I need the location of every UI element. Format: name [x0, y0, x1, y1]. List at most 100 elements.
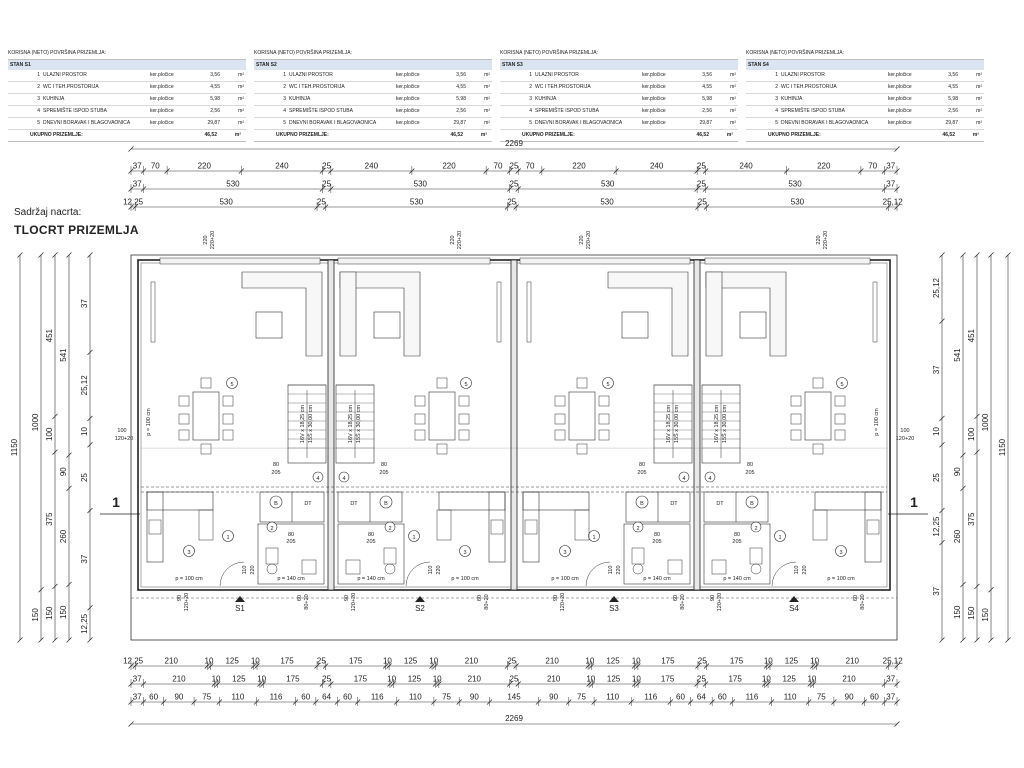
bottom-chain-2-label: 25 [697, 675, 706, 684]
wc-door-height: 205 [652, 539, 661, 545]
room-name: KUHINJA [43, 96, 65, 102]
right-chain-mid-label: 375 [967, 512, 976, 526]
dimension-tick [128, 146, 134, 152]
dimension-tick [894, 721, 900, 727]
kitchen-sink [436, 509, 452, 541]
top-chain-1-label: 37 [886, 162, 895, 171]
area-unit: m² [976, 108, 982, 114]
entrance-label: S3 [609, 604, 619, 613]
bottom-chain-3-label: 90 [549, 693, 558, 702]
room-name: ULAZNI PROSTOR [43, 72, 87, 78]
bottom-chain-2-label: 37 [133, 675, 142, 684]
room-number-1: 1 [778, 535, 781, 541]
stair-treads-label: 15Š x 30,00 cm [355, 404, 362, 443]
bottom-chain-2-label: 210 [547, 675, 561, 684]
bottom-chain-1-label: 125 [606, 657, 620, 666]
dining-table [804, 391, 832, 441]
left-total-label: 1150 [10, 438, 19, 456]
area-table-s2: KORISNA (NETO) POVRŠINA PRIZEMLJA: STAN … [254, 48, 492, 142]
stair-steps-label: 16V x 18,25 cm [666, 404, 672, 443]
area-unit: m² [238, 108, 244, 114]
window-width: 220 [579, 235, 585, 244]
room-marker-4 [338, 471, 350, 483]
bottom-chain-2-label: 210 [842, 675, 856, 684]
chair [576, 443, 588, 455]
room-name: WC I TEH.PROSTORIJA [535, 84, 591, 90]
bottom-chain-3-label: 60 [718, 693, 727, 702]
front-door-width: 90 [344, 595, 350, 601]
unit-name: STAN S1 [8, 60, 246, 70]
room-number: 1 [775, 72, 778, 78]
total-label: UKUPNO PRIZEMLJE: [276, 132, 329, 138]
top-chain-2-label: 530 [414, 180, 428, 189]
entrance-arrow [235, 596, 245, 602]
room-area: 5,98 [948, 96, 958, 102]
wc-window-parapet: p = 140 cm [357, 576, 385, 582]
kitchen-window-parapet: p = 100 cm [175, 576, 203, 582]
total-label: UKUPNO PRIZEMLJE: [30, 132, 83, 138]
right-chain-small-label: 37 [932, 365, 941, 374]
wc-room [337, 523, 405, 585]
wc-room [703, 523, 771, 585]
room-marker-2 [266, 521, 278, 533]
right-chain-mid-label: 451 [967, 328, 976, 342]
room-marker-2 [384, 521, 396, 533]
room-name: KUHINJA [535, 96, 557, 102]
bottom-chain-1-label: 12,25 [123, 657, 144, 666]
left-chain-small-label: 25 [80, 473, 89, 482]
room-number-1: 1 [412, 535, 415, 541]
bottom-chain-1-label: 210 [165, 657, 179, 666]
room-finish: ker.pločice [888, 96, 912, 102]
left-chain-mid-label: 375 [45, 512, 54, 526]
right-chain-inner-label: 150 [953, 605, 962, 619]
staircase [653, 384, 693, 464]
bottom-chain-1-label: 10 [810, 657, 819, 666]
room-marker-3 [459, 545, 471, 557]
entrance-arrow [415, 596, 425, 602]
area-unit: m² [238, 84, 244, 90]
bottom-chain-2-label: 175 [286, 675, 300, 684]
bottom-chain-3-label: 60 [301, 693, 310, 702]
dimension-tick [66, 452, 72, 458]
area-unit: m² [976, 96, 982, 102]
dimension-tick [87, 252, 93, 258]
chair [554, 413, 566, 425]
room-number-3: 3 [463, 550, 466, 556]
chair [200, 377, 212, 389]
side-window-parapet: p = 100 cm [146, 408, 152, 436]
room-number-2: 2 [388, 526, 391, 532]
top-chain-1-label: 70 [494, 162, 503, 171]
window-2 [337, 257, 491, 265]
area-unit: m² [976, 120, 982, 126]
dimension-tick [939, 441, 945, 448]
top-chain-1-label: 240 [650, 162, 664, 171]
room-area: 29,87 [207, 120, 220, 126]
bottom-chain-1-label: 10 [383, 657, 392, 666]
area-unit: m² [976, 72, 982, 78]
room-number: 5 [529, 120, 532, 126]
room-name: KUHINJA [781, 96, 803, 102]
room-number: 1 [529, 72, 532, 78]
bottom-chain-1-label: 25 [317, 657, 326, 666]
bottom-chain-1-label: 175 [730, 657, 744, 666]
chair [790, 395, 802, 407]
bottom-chain-3-label: 145 [507, 693, 521, 702]
stair-treads-label: 15Š x 30,00 cm [721, 404, 728, 443]
bottom-chain-3-label: 60 [343, 693, 352, 702]
chair [414, 429, 426, 441]
chair [458, 395, 470, 407]
area-unit: m² [484, 96, 490, 102]
room-number: 4 [283, 108, 286, 114]
total-width-bottom-label: 2269 [505, 714, 523, 723]
kitchen-counter-side [146, 491, 164, 563]
area-unit: m² [484, 84, 490, 90]
dimension-tick [960, 637, 966, 643]
bottom-chain-2-label: 175 [728, 675, 742, 684]
chair [554, 395, 566, 407]
wc-window-parapet: p = 140 cm [643, 576, 671, 582]
top-chain-2-label: 37 [133, 180, 142, 189]
